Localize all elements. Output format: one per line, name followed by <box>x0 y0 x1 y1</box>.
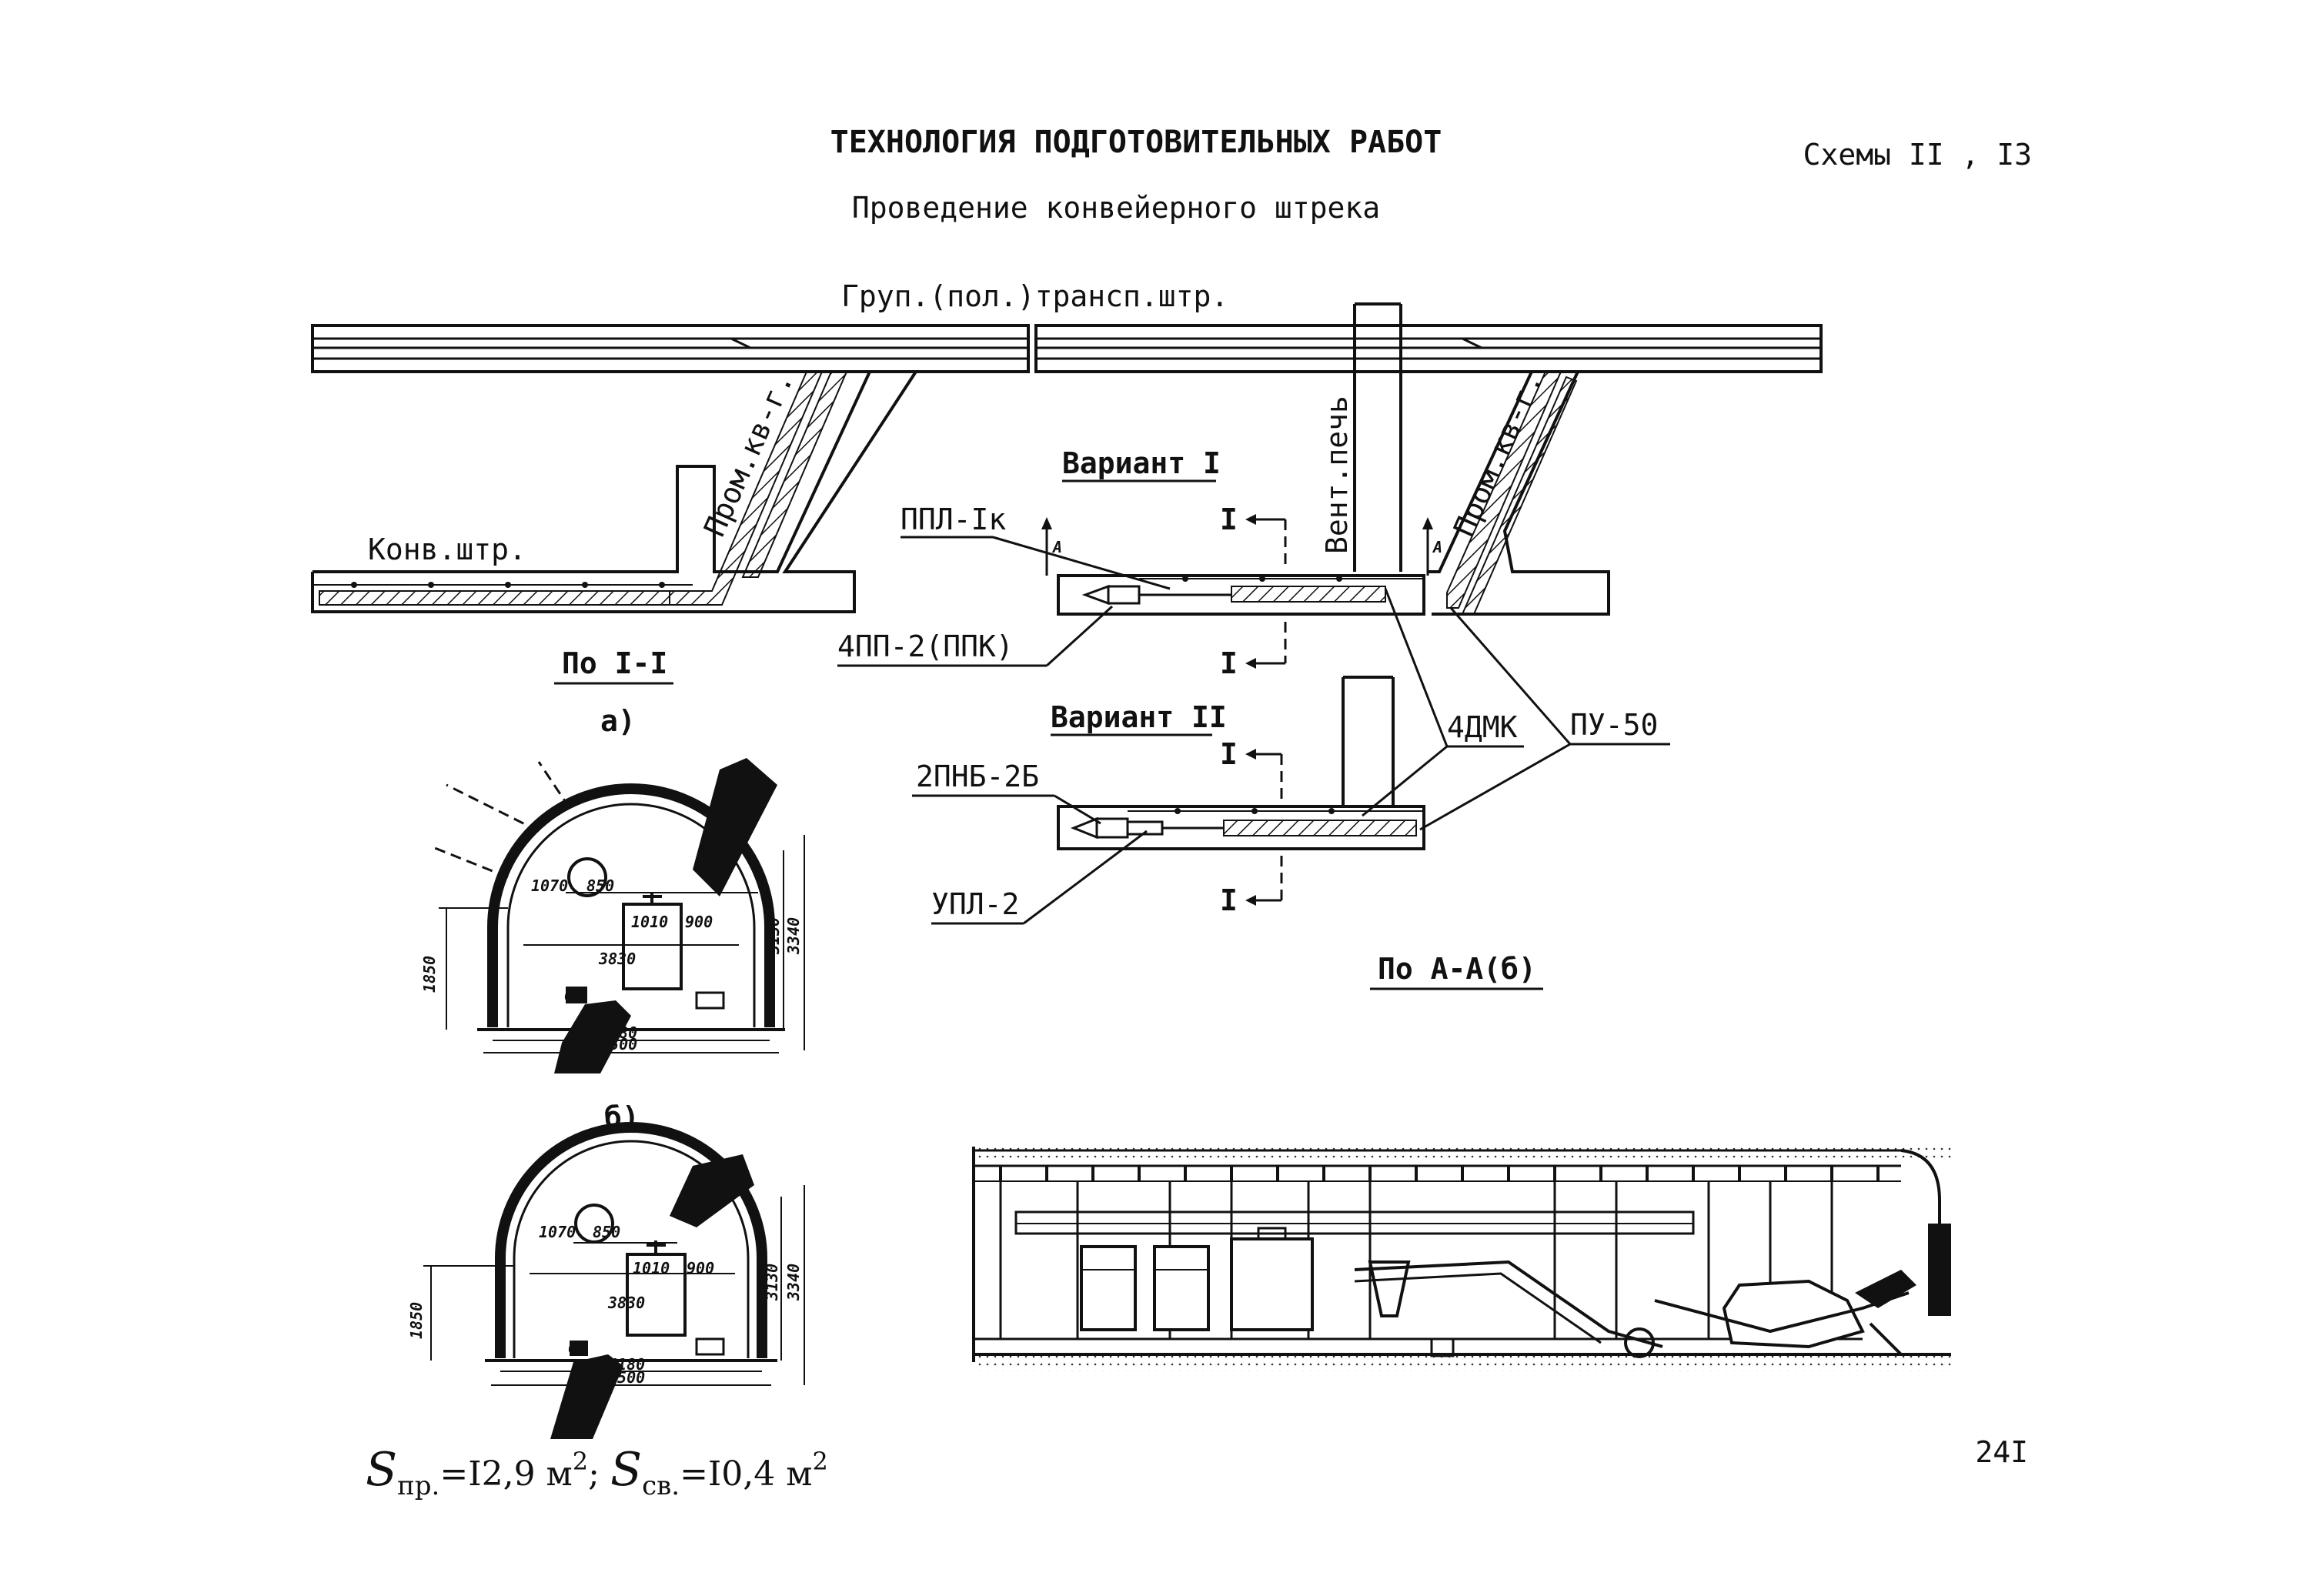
section-i-bottom-1-label: I <box>1220 646 1238 680</box>
plan-view: Груп.(пол.)трансп.штр. К <box>311 279 1823 990</box>
page-number: 24I <box>1975 1435 2028 1469</box>
cross-section-b: 1070 850 1010 900 3830 1850 3130 3340 60… <box>407 1122 805 1439</box>
monorail-container-1 <box>1080 1245 1137 1331</box>
formula-val-pr: =I2,9 м <box>439 1454 572 1494</box>
dim-3340-b: 3340 <box>784 1264 803 1301</box>
dim-4180-b: 4180 <box>608 1355 645 1374</box>
section-a-marker-left <box>1041 517 1052 576</box>
pnb-label: 2ПНБ-2Б <box>916 760 1039 793</box>
section-a-caption: а) <box>600 704 636 738</box>
dim-1010-b: 1010 <box>633 1259 670 1277</box>
section-i-top-2-label: I <box>1220 737 1238 771</box>
dim-3130-b: 3130 <box>763 1264 781 1301</box>
section-i-marker-bottom-1 <box>1245 622 1287 669</box>
ppk-label: 4ПП-2(ППК) <box>837 629 1014 663</box>
loading-machine <box>1430 1270 1932 1357</box>
formula-sub-sv: св. <box>642 1471 680 1501</box>
dim-1850-a: 1850 <box>420 956 439 993</box>
area-formula: Sпр.=I2,9 м2; Sсв.=I0,4 м2 <box>366 1443 828 1501</box>
dim-1850-b: 1850 <box>407 1302 426 1339</box>
group-drift <box>311 324 1823 373</box>
section-i-marker-bottom-2 <box>1245 856 1283 906</box>
variant-2-title: Вариант II <box>1051 700 1227 734</box>
section-a-marker-right <box>1422 517 1433 576</box>
ppl-label: ППЛ-Iк <box>901 503 1006 536</box>
variant-1-drift <box>1057 574 1425 616</box>
dim-1070-b: 1070 <box>539 1223 576 1241</box>
dim-3340-a: 3340 <box>784 917 803 955</box>
section-a-a-caption: По А-А(б) <box>1378 952 1536 986</box>
dim-4500-a: 4500 <box>600 1035 637 1053</box>
scheme-number: Схемы II , I3 <box>1803 138 2032 172</box>
monorail-container-2 <box>1153 1245 1210 1331</box>
page-subtitle: Проведение конвейерного штрека <box>852 191 1380 225</box>
dim-3130-a: 3130 <box>764 917 783 955</box>
variant-1-title: Вариант I <box>1062 446 1221 480</box>
formula-sup-1: 2 <box>573 1447 588 1476</box>
roof-bolts <box>999 1166 1880 1181</box>
formula-sub-pr: пр. <box>397 1471 439 1501</box>
pu-label: ПУ-50 <box>1570 708 1658 742</box>
vent-raise-label: Вент.печь <box>1320 396 1354 554</box>
section-i-marker-top-1 <box>1245 514 1287 568</box>
crosscut-right <box>1428 370 1610 616</box>
dim-4500-b: 4500 <box>608 1368 645 1387</box>
monorail-container-3 <box>1230 1237 1314 1331</box>
formula-sup-2: 2 <box>813 1447 828 1476</box>
conveyor-drift-left <box>311 370 919 613</box>
formula-s-2: S <box>610 1443 642 1497</box>
dmk-label: 4ДМК <box>1447 710 1518 744</box>
dim-850-a: 850 <box>586 876 614 895</box>
formula-sep: ; <box>588 1454 610 1494</box>
section-i-top-1-label: I <box>1220 503 1238 536</box>
dim-60-b: 60 <box>568 1341 585 1357</box>
group-drift-label: Груп.(пол.)трансп.штр. <box>841 279 1228 313</box>
dim-60-a: 60 <box>564 988 581 1004</box>
section-a-left-label: A <box>1051 538 1062 556</box>
dim-1010-a: 1010 <box>631 913 668 931</box>
dim-1070-a: 1070 <box>531 876 568 895</box>
dim-850-b: 850 <box>593 1223 620 1241</box>
section-i-i-caption: По I-I <box>562 646 667 680</box>
formula-s-1: S <box>366 1443 397 1497</box>
conveyor-drift-label: Конв.штр. <box>368 533 526 566</box>
section-a-right-label: A <box>1432 538 1442 556</box>
vent-raise <box>1353 302 1402 572</box>
dim-3830-a: 3830 <box>598 950 636 968</box>
dim-4180-a: 4180 <box>600 1023 637 1042</box>
vent-duct-icon <box>567 857 607 897</box>
section-i-marker-top-2 <box>1245 749 1283 800</box>
section-i-bottom-2-label: I <box>1220 883 1238 917</box>
dim-900-a: 900 <box>685 913 713 931</box>
dim-900-b: 900 <box>687 1259 714 1277</box>
page-title: ТЕХНОЛОГИЯ ПОДГОТОВИТЕЛЬНЫХ РАБОТ <box>830 125 1442 160</box>
dim-3830-b: 3830 <box>607 1294 645 1312</box>
upl-label: УПЛ-2 <box>931 887 1019 921</box>
formula-val-sv: =I0,4 м <box>680 1454 812 1494</box>
cross-section-a: 1070 850 1010 900 3830 1850 3130 3340 60… <box>420 758 805 1073</box>
longitudinal-section <box>972 1147 1951 1371</box>
